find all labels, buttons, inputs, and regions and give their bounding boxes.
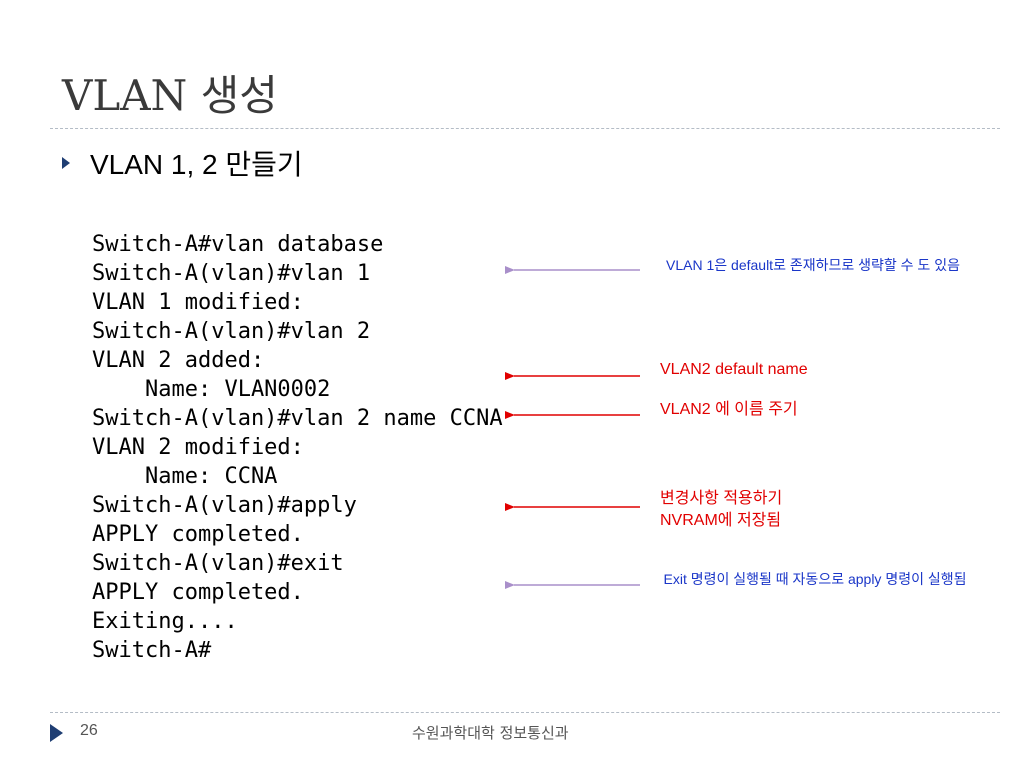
- slide-title: VLAN 생성: [62, 71, 278, 120]
- terminal-line: VLAN 2 added:: [92, 348, 265, 373]
- note-apply-line1: 변경사항 적용하기: [660, 490, 783, 507]
- terminal-line: Switch-A(vlan)#vlan 2 name CCNA: [92, 406, 503, 431]
- terminal-line: Switch-A(vlan)#apply: [92, 493, 357, 518]
- terminal-line: Name: VLAN0002: [92, 377, 331, 402]
- footer-department: 수원과학대학 정보통신과: [412, 724, 569, 742]
- footer-divider: [50, 712, 1000, 713]
- triangle-right-icon: [50, 724, 63, 742]
- terminal-line: Exiting....: [92, 609, 238, 634]
- title-divider: [50, 128, 1000, 129]
- terminal-line: Name: CCNA: [92, 464, 278, 489]
- terminal-line: APPLY completed.: [92, 580, 304, 605]
- terminal-line: Switch-A(vlan)#vlan 2: [92, 319, 371, 344]
- bullet-item: VLAN 1, 2 만들기: [62, 143, 303, 183]
- note-apply: 변경사항 적용하기 NVRAM에 저장됨: [660, 488, 782, 532]
- terminal-line: VLAN 1 modified:: [92, 290, 304, 315]
- note-default-name: VLAN2 default name: [660, 361, 808, 378]
- terminal-line: Switch-A(vlan)#vlan 1: [92, 261, 371, 286]
- terminal-line: VLAN 2 modified:: [92, 435, 304, 460]
- note-vlan1-default: VLAN 1은 default로 존재하므로 생략할 수 도 있음: [666, 257, 960, 273]
- note-exit-apply: Exit 명령이 실행될 때 자동으로 apply 명령이 실행됨: [663, 571, 967, 587]
- bullet-text: VLAN 1, 2 만들기: [90, 149, 303, 180]
- note-apply-line2: NVRAM에 저장됨: [660, 512, 782, 529]
- terminal-line: Switch-A(vlan)#exit: [92, 551, 344, 576]
- triangle-right-icon: [62, 157, 70, 169]
- terminal-line: Switch-A#: [92, 638, 212, 663]
- page-number: 26: [80, 722, 98, 739]
- terminal-line: APPLY completed.: [92, 522, 304, 547]
- terminal-line: Switch-A#vlan database: [92, 232, 384, 257]
- note-rename: VLAN2 에 이름 주기: [660, 401, 798, 418]
